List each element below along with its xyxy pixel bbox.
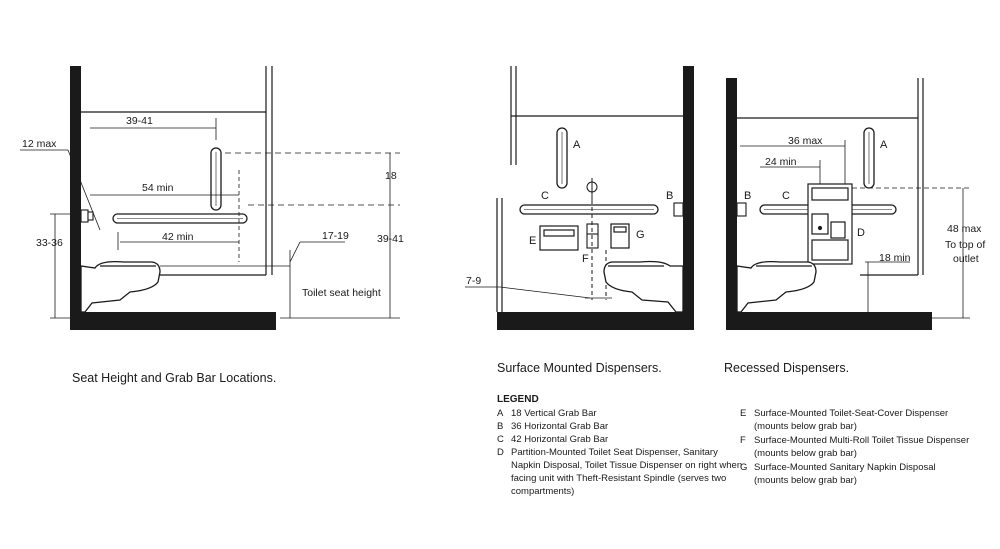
tag-F: F — [582, 253, 589, 265]
tag-B: B — [744, 190, 751, 202]
tag-A: A — [880, 139, 888, 151]
legend-desc: 36 Horizontal Grab Bar — [511, 421, 608, 432]
vertical-grab-bar — [556, 127, 568, 189]
dim-17-19: 17-19 — [322, 230, 349, 242]
legend-desc: Partition-Mounted Toilet Seat Dispenser,… — [511, 447, 718, 458]
side-grab-bar-end — [673, 202, 684, 217]
legend-desc: Napkin Disposal, Toilet Tissue Dispenser… — [511, 460, 742, 471]
legend-title: LEGEND — [497, 394, 539, 405]
legend-key: C — [497, 434, 504, 445]
back-wall — [70, 66, 81, 330]
panel-surface-mounted: 7-9 A B C E F G Surface Mounted Dispense… — [465, 66, 694, 375]
dim-54min: 54 min — [142, 182, 174, 194]
legend-desc: (mounts below grab bar) — [754, 475, 857, 486]
recessed-combo-unit — [807, 183, 853, 265]
legend-desc: 42 Horizontal Grab Bar — [511, 434, 608, 445]
horizontal-grab-bar — [112, 213, 248, 224]
dim-12max: 12 max — [22, 138, 57, 150]
panel-recessed: 36 max 24 min 18 min 48 max To top of ou… — [724, 78, 985, 375]
legend-desc: facing unit with Theft-Resistant Spindle… — [511, 473, 726, 484]
dim-outlet: outlet — [953, 253, 979, 265]
side-grab-bar-end — [736, 202, 747, 217]
dim-42min: 42 min — [162, 231, 194, 243]
dim-18: 18 — [385, 170, 397, 182]
floor — [726, 312, 932, 330]
napkin-disposal — [610, 223, 630, 249]
dim-24min: 24 min — [765, 156, 797, 168]
dim-7-9: 7-9 — [466, 275, 481, 287]
dim-18min: 18 min — [879, 252, 911, 264]
legend-desc: Surface-Mounted Toilet-Seat-Cover Dispen… — [754, 408, 948, 419]
tag-A: A — [573, 139, 581, 151]
caption-surface-mounted: Surface Mounted Dispensers. — [497, 361, 662, 375]
toilet — [603, 260, 684, 313]
tag-D: D — [857, 227, 865, 239]
dim-39-41-top: 39-41 — [126, 115, 153, 127]
tissue-holder — [80, 209, 94, 223]
horizontal-grab-bar — [519, 204, 659, 215]
toilet — [736, 260, 817, 313]
back-wall — [683, 66, 694, 330]
dimension-lines — [465, 286, 612, 299]
tag-G: G — [636, 229, 645, 241]
dimension-lines — [20, 118, 400, 319]
tag-B: B — [666, 190, 673, 202]
legend: LEGEND A 18 Vertical Grab Bar B 36 Horiz… — [497, 394, 969, 497]
back-wall — [726, 78, 737, 330]
side-wall — [81, 66, 273, 276]
toilet-seat-height-label: Toilet seat height — [302, 287, 381, 299]
panel-seat-height: 12 max 39-41 54 min 42 min 33-36 18 39-4… — [20, 66, 404, 385]
legend-key: G — [740, 462, 747, 473]
dim-to-top-of: To top of — [945, 239, 985, 251]
legend-key: A — [497, 408, 504, 419]
dimension-lines — [740, 140, 970, 319]
dim-36max: 36 max — [788, 135, 823, 147]
side-wall — [496, 66, 683, 312]
legend-desc: 18 Vertical Grab Bar — [511, 408, 597, 419]
legend-key: F — [740, 435, 746, 446]
legend-key: D — [497, 447, 504, 458]
seat-cover-dispenser — [539, 225, 579, 251]
caption-recessed: Recessed Dispensers. — [724, 361, 849, 375]
vertical-grab-bar — [863, 127, 875, 189]
legend-desc: compartments) — [511, 486, 574, 497]
legend-desc: (mounts below grab bar) — [754, 448, 857, 459]
side-wall — [737, 78, 924, 276]
caption-seat-height: Seat Height and Grab Bar Locations. — [72, 371, 276, 385]
floor — [70, 312, 276, 330]
legend-desc: Surface-Mounted Sanitary Napkin Disposal — [754, 462, 936, 473]
tag-C: C — [541, 190, 549, 202]
tag-C: C — [782, 190, 790, 202]
floor — [497, 312, 694, 330]
legend-desc: (mounts below grab bar) — [754, 421, 857, 432]
toilet — [80, 260, 161, 313]
legend-key: B — [497, 421, 503, 432]
vertical-grab-bar — [210, 147, 222, 211]
legend-desc: Surface-Mounted Multi-Roll Toilet Tissue… — [754, 435, 969, 446]
dim-48max: 48 max — [947, 223, 982, 235]
legend-key: E — [740, 408, 746, 419]
tag-E: E — [529, 235, 536, 247]
dim-39-41-side: 39-41 — [377, 233, 404, 245]
dim-33-36: 33-36 — [36, 237, 63, 249]
